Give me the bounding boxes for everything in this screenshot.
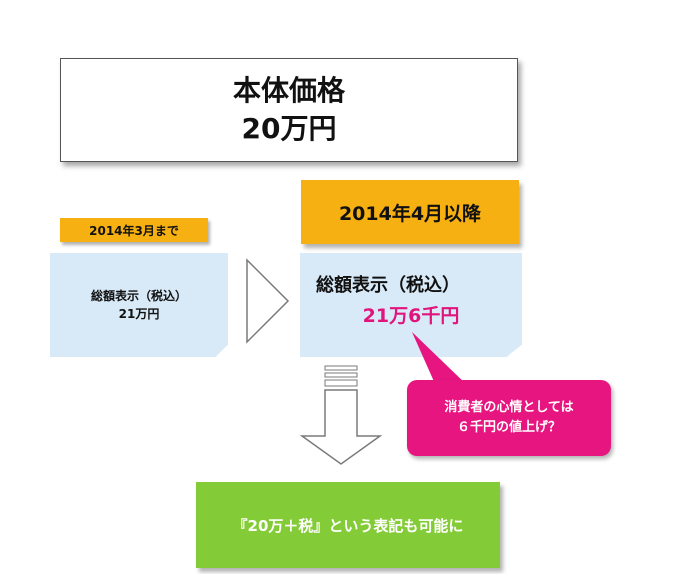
after-label: 総額表示（税込） xyxy=(316,275,460,296)
period-before-tag: 2014年3月まで xyxy=(60,218,208,242)
down-arrow-icon xyxy=(299,365,383,465)
callout-line-2: ６千円の値上げ？ xyxy=(456,420,561,435)
before-value: 21万円 xyxy=(118,307,160,321)
after-note: 総額表示（税込） 21万6千円 xyxy=(300,253,522,357)
result-box: 『20万＋税』という表記も可能に xyxy=(196,482,500,568)
base-price-label: 本体価格 xyxy=(232,74,345,107)
period-after-tag: 2014年4月以降 xyxy=(301,180,519,244)
consumer-callout: 消費者の心情としては ６千円の値上げ？ xyxy=(407,380,611,456)
right-arrow-icon xyxy=(246,258,290,344)
base-price-value: 20万円 xyxy=(241,112,337,145)
before-note: 総額表示（税込） 21万円 xyxy=(50,253,228,357)
base-price-box: 本体価格 20万円 xyxy=(60,58,518,162)
callout-line-1: 消費者の心情としては xyxy=(444,400,574,415)
before-label: 総額表示（税込） xyxy=(90,289,187,303)
after-value: 21万6千円 xyxy=(362,305,460,327)
